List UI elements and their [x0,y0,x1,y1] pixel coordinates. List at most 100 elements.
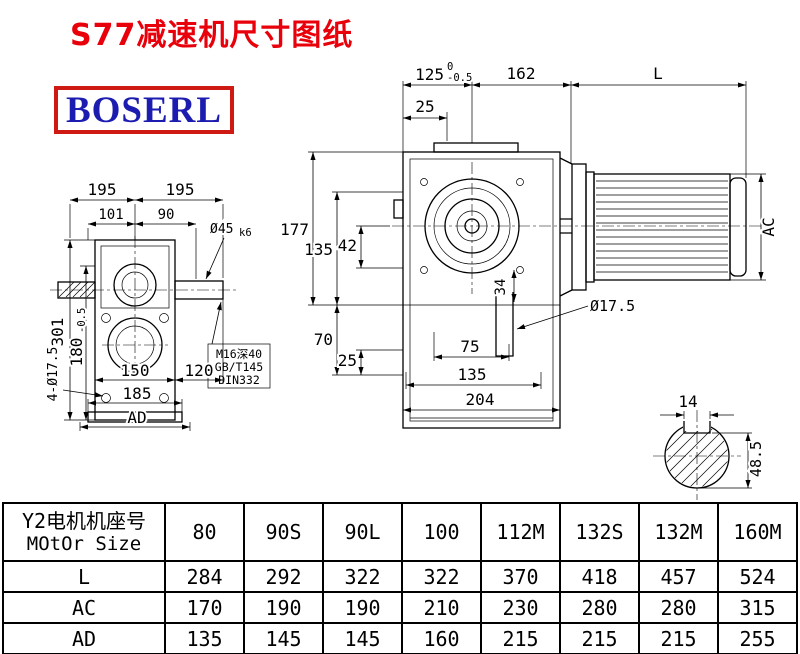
dim-125-tol-lower: -0.5 [447,72,472,84]
face-bolt [516,266,524,274]
dim-75-label: 75 [460,337,479,356]
row-label: L [2,560,166,593]
thread-note-line3: DIN332 [218,373,260,387]
column-header: 160M [717,502,798,562]
dim-120-label: 120 [185,361,214,380]
column-header: 132S [559,502,640,562]
column-header: 80 [164,502,245,562]
mount-hole [101,393,111,403]
value-cell: 215 [480,622,561,654]
dim-AC-label: AC [759,217,778,236]
left-view-drawing: 195 195 101 90 301 180 -0.5 150 120 185 … [44,178,271,431]
value-cell: 524 [717,560,798,593]
dim-25-bottom-label: 25 [338,351,357,370]
value-cell: 255 [717,622,798,654]
technical-drawing: 195 195 101 90 301 180 -0.5 150 120 185 … [44,59,780,500]
table-row-AD: AD 135 145 145 160 215 215 215 255 [2,622,798,654]
hollow-shaft-end [393,199,404,219]
dim-195-left-label: 195 [88,180,117,199]
dim-101-label: 101 [98,207,123,223]
dim-4-holes-label: 4-Ø17.5 [46,347,61,402]
shaft-dia-label: Ø45 [210,222,233,237]
value-cell: 284 [164,560,245,593]
value-cell: 215 [638,622,719,654]
row-label: AD [2,622,166,654]
dim-90-label: 90 [158,207,175,223]
dim-185-label: 185 [123,384,152,403]
motor-size-header-cn: Y2电机机座号 [21,508,147,533]
value-cell: 145 [322,622,403,654]
value-cell: 322 [322,560,403,593]
value-cell: 230 [480,591,561,624]
dim-70-label: 70 [314,330,333,349]
table-row-L: L 284 292 322 322 370 418 457 524 [2,560,798,593]
shaft-dia-tol-label: k6 [239,227,252,239]
value-cell: 418 [559,560,640,593]
dim-204-label: 204 [466,390,495,409]
dim-150-label: 150 [121,361,150,380]
value-cell: 457 [638,560,719,593]
table-row-AC: AC 170 190 190 210 230 280 280 315 [2,591,798,624]
dim-180-tol-label: -0.5 [76,308,88,333]
face-bolt [516,178,524,186]
value-cell: 170 [164,591,245,624]
thread-note-box [207,343,271,389]
dim-180-label: 180 [67,338,86,367]
dim-hole-label: Ø17.5 [590,297,635,315]
motor-flange-2 [585,171,595,283]
gear-circle [424,178,520,274]
gear-circle [444,198,500,254]
center-lines [392,162,768,294]
value-cell: 160 [401,622,482,654]
dim-135-bottom-label: 135 [458,365,487,384]
motor-adapter [559,157,573,297]
value-cell: 370 [480,560,561,593]
mount-hole [159,393,169,403]
motor-flange [571,163,587,291]
value-cell: 215 [559,622,640,654]
dim-42-label: 42 [338,236,357,255]
gearhead-inner-outline [100,245,170,309]
mount-lug [495,292,514,357]
column-header: 90L [322,502,403,562]
face-bolt [420,266,428,274]
column-header: 90S [243,502,324,562]
motor-body [593,173,731,281]
bearing-circle-inner [121,271,149,299]
value-cell: 280 [559,591,640,624]
column-header: 100 [401,502,482,562]
motor-end-cap [729,177,747,277]
row-label: AC [2,591,166,624]
leader-line [62,389,104,398]
value-cell: 190 [322,591,403,624]
dim-195-right-label: 195 [166,180,195,199]
dim-125-label: 125 [415,65,444,84]
page-title: S77减速机尺寸图纸 [70,18,354,53]
mount-hole [101,313,111,323]
top-boss [433,142,519,153]
gearbox-outline [402,151,561,429]
leader-line [516,305,589,330]
center-lines [653,410,741,500]
dim-125-tol-upper: 0 [447,61,453,73]
gearbox-inner-outline [409,158,554,422]
dim-34-label: 34 [493,279,509,296]
gear-circle [433,187,511,265]
dim-25-top-label: 25 [415,97,434,116]
output-bore-outer [107,317,163,373]
column-header: 132M [638,502,719,562]
value-cell: 190 [243,591,324,624]
hatch-lines [58,281,96,298]
mount-hole [159,313,169,323]
value-cell: 135 [164,622,245,654]
center-lines [50,236,238,378]
dim-301-label: 301 [48,318,67,347]
motor-fins [596,180,728,273]
value-cell: 315 [717,591,798,624]
face-bolt [420,178,428,186]
leader-line [211,301,222,345]
dim-ad-label: AD [127,408,146,427]
gear-circle [456,210,488,242]
output-bore-inner [115,325,155,365]
